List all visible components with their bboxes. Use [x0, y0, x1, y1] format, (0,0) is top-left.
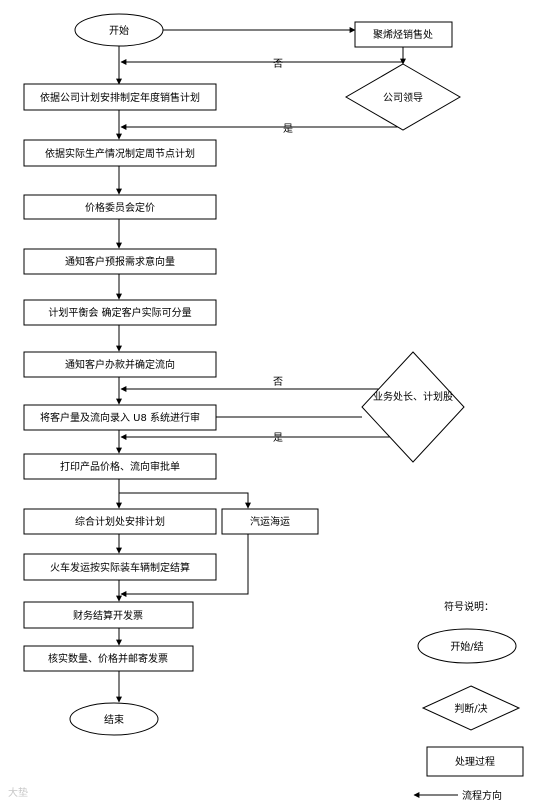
process-step5 [23, 299, 217, 326]
process-step10 [23, 553, 217, 581]
process-step6 [23, 351, 217, 378]
step3-label: 价格委员会定价 [85, 201, 155, 214]
watermark: 大垫 [8, 788, 28, 799]
edge-step9b-to-step11 [120, 534, 249, 597]
legend-decision-shape [421, 685, 521, 731]
step9-label: 综合计划处安排计划 [75, 515, 165, 528]
step12-label: 核实数量、价格并邮寄发票 [48, 652, 168, 665]
step8-label: 打印产品价格、流向审批单 [60, 460, 180, 473]
process-step12 [23, 645, 194, 672]
legend-process-shape [426, 746, 524, 777]
edge-label-yes: 是 [273, 432, 283, 444]
process-step11 [23, 601, 194, 629]
sales-office-box [354, 21, 453, 48]
process-step7 [23, 404, 217, 431]
step2-label: 依据实际生产情况制定周节点计划 [45, 147, 195, 160]
step4-label: 通知客户预报需求意向量 [65, 255, 175, 268]
end-label: 结束 [104, 713, 124, 726]
edge-label-yes: 是 [283, 123, 293, 135]
start-terminal [74, 13, 164, 47]
legend-terminal-label: 开始/结 [450, 640, 483, 653]
step10-label: 火车发运按实际装车辆制定结算 [50, 561, 190, 574]
process-step3 [23, 194, 217, 220]
sales-office-label: 聚烯烃销售处 [373, 28, 433, 41]
step6-label: 通知客户办款并确定流向 [65, 358, 175, 371]
decision-company-label: 公司领导 [383, 91, 423, 104]
decision-business-diamond [361, 351, 465, 463]
legend-decision-label: 判断/决 [454, 702, 487, 715]
legend-title: 符号说明： [444, 600, 494, 613]
process-step8 [23, 453, 217, 480]
legend-process-label: 处理过程 [455, 755, 495, 768]
step5-label: 计划平衡会 确定客户实际可分量 [48, 306, 191, 319]
process-step9 [23, 508, 217, 535]
start-label: 开始 [109, 24, 129, 37]
decision-business-label: 业务处长、计划股 [373, 390, 453, 403]
legend-terminal-shape [417, 628, 517, 664]
end-terminal [69, 702, 159, 736]
step7-label: 将客户量及流向录入 U8 系统进行审 [40, 411, 200, 424]
process-step1 [23, 83, 217, 111]
process-step2 [23, 139, 217, 167]
decision-company-diamond [345, 63, 461, 131]
step11-label: 财务结算开发票 [73, 609, 143, 622]
edge-decision-company-yes [120, 124, 404, 130]
edge-branch-to-step9b [119, 492, 251, 509]
edge-label-no: 否 [273, 376, 283, 388]
step1-label: 依据公司计划安排制定年度销售计划 [40, 91, 200, 104]
step9b-label: 汽运海运 [250, 515, 290, 528]
edge-decision-company-no [120, 59, 404, 65]
edge-label-no: 否 [273, 58, 283, 70]
process-step9b [221, 508, 319, 535]
process-step4 [23, 248, 217, 275]
legend-flow-label: 流程方向 [462, 789, 502, 802]
